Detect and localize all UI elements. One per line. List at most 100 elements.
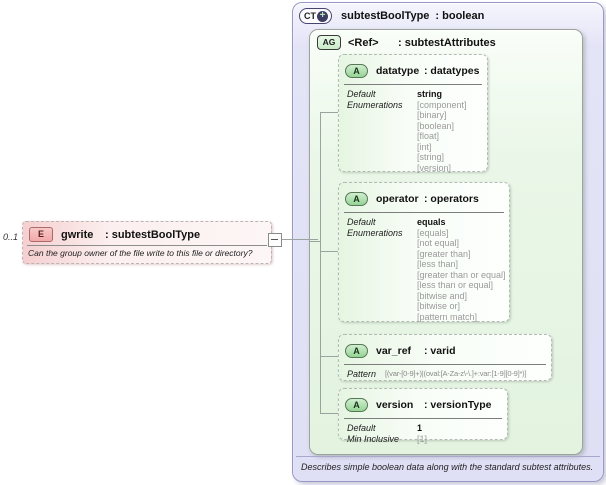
facet-label-column: Pattern (347, 369, 385, 380)
attribute-group-header[interactable]: AG <Ref> : subtestAttributes (317, 35, 496, 50)
facet-value: [boolean] (417, 120, 455, 131)
facet-label-spacer (347, 131, 417, 142)
facet-value: [string] (417, 152, 445, 162)
complex-type-badge-icon: CT + (299, 8, 332, 24)
facet-label-spacer (347, 238, 417, 249)
facet-label-spacer (347, 291, 417, 302)
minus-dash-icon (271, 239, 278, 240)
attribute-name: operator (376, 192, 419, 205)
attribute-type: : datatypes (424, 64, 480, 77)
facet-value: [(var-[0-9]+)|(oval:[A-Za-z\-\.]+:var:[1… (385, 369, 527, 378)
element-gwrite-box[interactable]: E gwrite : subtestBoolType Can the group… (22, 221, 272, 264)
connector-stub-var-ref (320, 356, 338, 357)
complex-type-box: CT + subtestBoolType : boolean AG <Ref> :… (292, 2, 604, 482)
attribute-connector-trunk (320, 112, 321, 414)
facet-label: Default (347, 89, 376, 99)
facet-value-column: equals[equals][not equal][greater than][… (417, 217, 509, 322)
attribute-var-ref-box[interactable]: A var_ref : varid Pattern [(var-[0-9]+)|… (338, 334, 552, 381)
facet-label: Min Inclusive (347, 433, 400, 444)
facet-label-spacer (347, 121, 417, 132)
facet-value-column: 1[1] (417, 423, 507, 444)
facet-value: [int] (417, 141, 432, 152)
attribute-badge-icon: A (345, 63, 368, 78)
element-separator (27, 245, 267, 246)
connector-stub-operator (320, 251, 338, 252)
facet-value: [bitwise or] (417, 301, 461, 311)
facet-value: [less than] (417, 259, 459, 269)
complex-type-title: subtestBoolType : boolean (341, 10, 484, 22)
attribute-separator (344, 212, 504, 213)
attribute-badge-icon: A (345, 191, 368, 206)
facet-value: [binary] (417, 110, 447, 120)
connector-stub-version (320, 413, 338, 414)
attribute-type: : operators (424, 192, 479, 205)
facet-value: [float] (417, 131, 440, 141)
facet-value: [equals] (417, 227, 449, 238)
facet-value-column: string[component][binary][boolean][float… (417, 89, 487, 173)
connector-entry-line (310, 241, 320, 242)
attribute-header: A version : versionType (339, 389, 507, 415)
complex-type-type: : boolean (435, 10, 485, 22)
complex-type-header[interactable]: CT + subtestBoolType : boolean (299, 8, 484, 24)
facet-label-spacer (347, 301, 417, 312)
facet-value-column: [(var-[0-9]+)|(oval:[A-Za-z\-\.]+:var:[1… (385, 369, 551, 380)
facet-label: Pattern (347, 369, 377, 379)
facet-label-spacer (347, 163, 417, 174)
attribute-group-badge-icon: AG (317, 35, 341, 50)
type-description: Describes simple boolean data along with… (301, 462, 594, 472)
facet-value: [bitwise and] (417, 290, 468, 301)
plus-icon: + (317, 10, 328, 22)
facet-value: [pattern match] (417, 311, 478, 322)
collapse-handle-icon[interactable] (268, 233, 282, 247)
facet-label-spacer (347, 110, 417, 121)
facet-label-spacer (347, 280, 417, 291)
ct-badge-text: CT (304, 11, 316, 21)
cardinality-label: 0..1 (3, 232, 19, 242)
attribute-group-name: <Ref> (348, 36, 379, 49)
description-separator (296, 456, 600, 457)
element-badge-icon: E (29, 227, 53, 242)
attribute-separator (344, 364, 546, 365)
facet-label-spacer (347, 152, 417, 163)
attribute-separator (344, 84, 482, 85)
attribute-type: : varid (424, 344, 456, 357)
attribute-header: A datatype : datatypes (339, 55, 487, 81)
connector-stub-datatype (320, 112, 338, 113)
facet-label-spacer (347, 312, 417, 323)
element-header: E gwrite : subtestBoolType (23, 222, 271, 243)
attribute-group-box: AG <Ref> : subtestAttributes A datatype … (309, 29, 583, 455)
facet-value: [version] (417, 162, 452, 173)
facet-label-spacer (347, 142, 417, 153)
facet-value: string (417, 89, 443, 99)
facet-label: Enumerations (347, 99, 403, 110)
facet-label-spacer (347, 259, 417, 270)
attribute-header: A var_ref : varid (339, 335, 551, 361)
attribute-name: datatype (376, 64, 420, 77)
facet-value: 1 (417, 423, 423, 433)
facet-value: [component] (417, 99, 467, 110)
attribute-badge-icon: A (345, 343, 368, 358)
element-type: : subtestBoolType (105, 228, 201, 241)
facet-value: [not equal] (417, 238, 460, 248)
facet-label: Enumerations (347, 227, 403, 238)
facet-label: Default (347, 423, 376, 433)
facet-value: [less than or equal] (417, 280, 494, 290)
attribute-name: var_ref (376, 344, 412, 357)
facet-value: equals (417, 217, 446, 227)
facet-value: [greater than or equal] (417, 269, 506, 280)
attribute-type: : versionType (424, 398, 492, 411)
element-connector-line (281, 239, 318, 240)
complex-type-name: subtestBoolType (341, 10, 430, 22)
facet-table: Pattern [(var-[0-9]+)|(oval:[A-Za-z\-\.]… (339, 365, 551, 380)
facet-label-spacer (347, 249, 417, 260)
